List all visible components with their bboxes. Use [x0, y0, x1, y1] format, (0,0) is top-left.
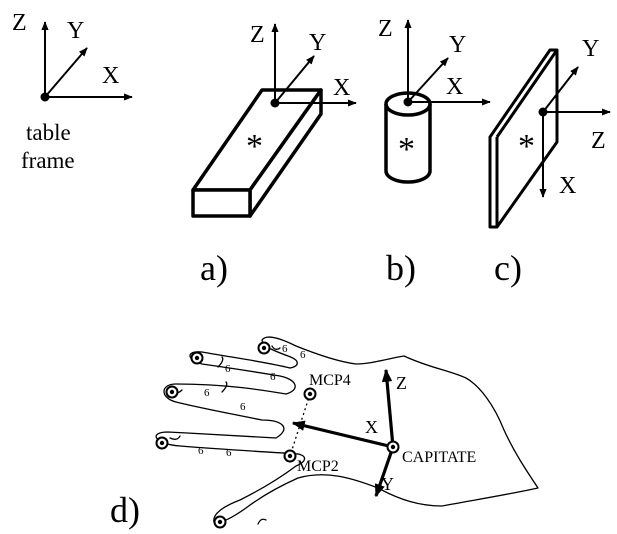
box-axes — [271, 23, 357, 107]
svg-text:6: 6 — [226, 447, 232, 459]
table-frame-origin — [40, 92, 50, 102]
svg-text:6: 6 — [204, 387, 210, 399]
cylinder-origin — [403, 97, 413, 107]
plate-star: * — [518, 128, 535, 165]
box-origin — [270, 98, 280, 108]
table-frame-y-label: Y — [67, 18, 84, 44]
svg-text:6: 6 — [225, 363, 231, 375]
mcp4-label: MCP4 — [309, 372, 351, 389]
plate-y-label: Y — [582, 36, 599, 62]
panel-label-a: a) — [200, 248, 228, 288]
capitate-y-label: Y — [381, 474, 394, 494]
cylinder-star: * — [398, 131, 415, 168]
panel-label-b: b) — [386, 248, 416, 288]
table-frame-z-label: Z — [12, 10, 27, 36]
plate-x-label: X — [559, 173, 576, 199]
plate-z-label: Z — [591, 128, 606, 154]
cylinder-shape — [384, 91, 432, 184]
cylinder-axes — [404, 19, 491, 106]
mcp-link-line — [289, 393, 311, 457]
svg-text:6: 6 — [282, 343, 288, 355]
table-frame-axes — [41, 21, 133, 101]
plate-axes — [539, 66, 611, 198]
table-frame-x-label: X — [102, 63, 119, 89]
box-z-label: Z — [250, 22, 265, 48]
plate-origin — [538, 107, 548, 117]
capitate-z-label: Z — [396, 373, 407, 393]
box-star: * — [246, 128, 263, 165]
box-shape — [191, 88, 323, 218]
svg-text:6: 6 — [198, 445, 204, 457]
plate-shape — [488, 48, 559, 229]
capitate-x-label: X — [365, 417, 378, 437]
cylinder-z-label: Z — [378, 16, 393, 42]
svg-text:6: 6 — [270, 371, 276, 383]
box-y-label: Y — [309, 30, 326, 56]
fingertip-marker-dots — [159, 345, 267, 525]
capitate-label: CAPITATE — [402, 449, 476, 466]
panel-label-d: d) — [110, 490, 140, 530]
panel-label-c: c) — [494, 248, 522, 288]
capitate-axes — [291, 368, 395, 498]
box-x-label: X — [333, 75, 350, 101]
svg-text:6: 6 — [240, 401, 246, 413]
table-frame-caption-line1: table — [26, 120, 71, 145]
table-frame-caption-line2: frame — [21, 148, 75, 173]
cylinder-y-label: Y — [449, 32, 466, 58]
mcp2-label: MCP2 — [297, 458, 339, 475]
hand-outline — [155, 336, 539, 525]
cylinder-x-label: X — [446, 74, 463, 100]
svg-text:6: 6 — [300, 349, 306, 361]
